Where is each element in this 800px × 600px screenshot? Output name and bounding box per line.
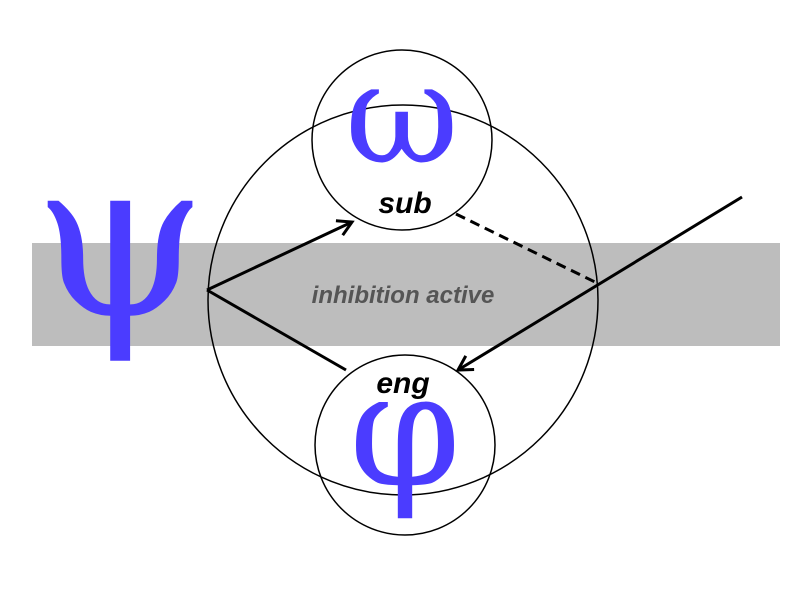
omega-symbol: ω xyxy=(345,33,459,196)
arrow-to-sub xyxy=(206,219,355,292)
bottom-small-circle xyxy=(314,354,496,536)
sub-label: sub xyxy=(378,187,431,220)
large-circle xyxy=(207,104,599,496)
band-label: inhibition active xyxy=(312,282,495,309)
dashed-line xyxy=(455,212,598,285)
arrow-to-eng xyxy=(455,195,743,372)
inhibition-band xyxy=(32,243,780,346)
psi-symbol: ψ xyxy=(34,111,207,367)
phi-symbol: φ xyxy=(349,336,461,523)
top-small-circle xyxy=(311,49,493,231)
line-to-eng xyxy=(206,288,347,372)
eng-label: eng xyxy=(376,367,429,400)
